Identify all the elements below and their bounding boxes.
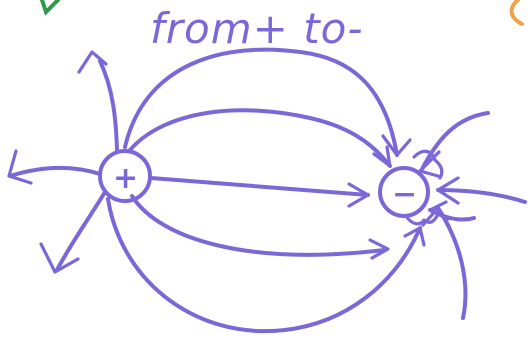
positive-charge-sign: + <box>113 161 138 196</box>
negative-charge-sign: − <box>392 177 417 212</box>
field-line-top-outer <box>125 50 397 155</box>
green-marker-mark <box>42 0 58 12</box>
field-line-left <box>10 168 100 176</box>
field-line-bottom-inner <box>132 196 384 255</box>
orange-marker-mark <box>512 0 522 24</box>
field-line-top-inner <box>130 110 390 166</box>
field-line-top-right <box>421 113 488 171</box>
field-line-middle <box>151 178 368 195</box>
field-line-bottom-right <box>438 208 465 318</box>
field-line-down-left <box>57 192 105 270</box>
arrowhead-down-left <box>41 244 78 272</box>
caption: from+ to- <box>150 4 364 53</box>
scribble-lower-right <box>406 216 437 224</box>
arrowhead-left <box>9 151 31 183</box>
field-line-up-left <box>100 61 117 150</box>
